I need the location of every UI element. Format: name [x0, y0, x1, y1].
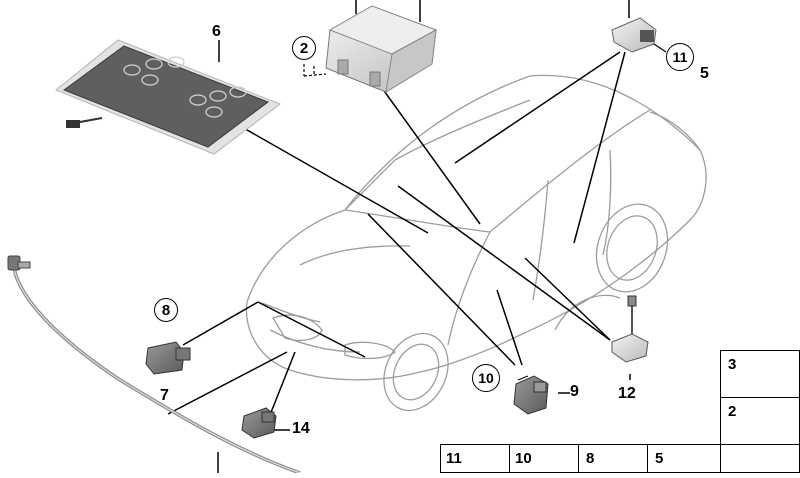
callout-11: 11	[666, 43, 694, 71]
callout-2: 2	[292, 36, 316, 60]
side-sensor-part	[513, 375, 549, 415]
callout-14: 14	[292, 420, 310, 437]
legend-label-8: 8	[586, 450, 595, 467]
roof-sensor-part	[611, 17, 667, 53]
bracket-sensor-part	[611, 295, 649, 363]
sensor-mat-part	[55, 39, 282, 155]
lower-sensor-part	[241, 407, 277, 439]
legend-label-5: 5	[655, 450, 664, 467]
wiring-harness-part	[7, 255, 301, 475]
callout-6: 6	[212, 23, 221, 40]
legend-label-10: 10	[515, 450, 532, 467]
leader-lines	[167, 0, 631, 473]
callout-12: 12	[618, 385, 636, 402]
callout-10: 10	[472, 364, 500, 392]
legend-label-2: 2	[728, 403, 737, 420]
legend-label-11: 11	[446, 450, 462, 467]
legend-cell-pad	[720, 444, 800, 473]
callout-9: 9	[570, 383, 579, 400]
legend-cell-10	[509, 444, 579, 473]
control-unit-part	[303, 5, 438, 93]
car-outline	[245, 74, 707, 412]
legend-label-3: 3	[728, 356, 737, 373]
legend-cell-11	[440, 444, 510, 473]
callout-8: 8	[154, 298, 178, 322]
front-sensor-part	[145, 341, 191, 375]
callout-5: 5	[700, 65, 709, 82]
legend-cell-2	[720, 397, 800, 445]
legend-cell-3	[720, 350, 800, 398]
callout-7: 7	[160, 387, 169, 404]
